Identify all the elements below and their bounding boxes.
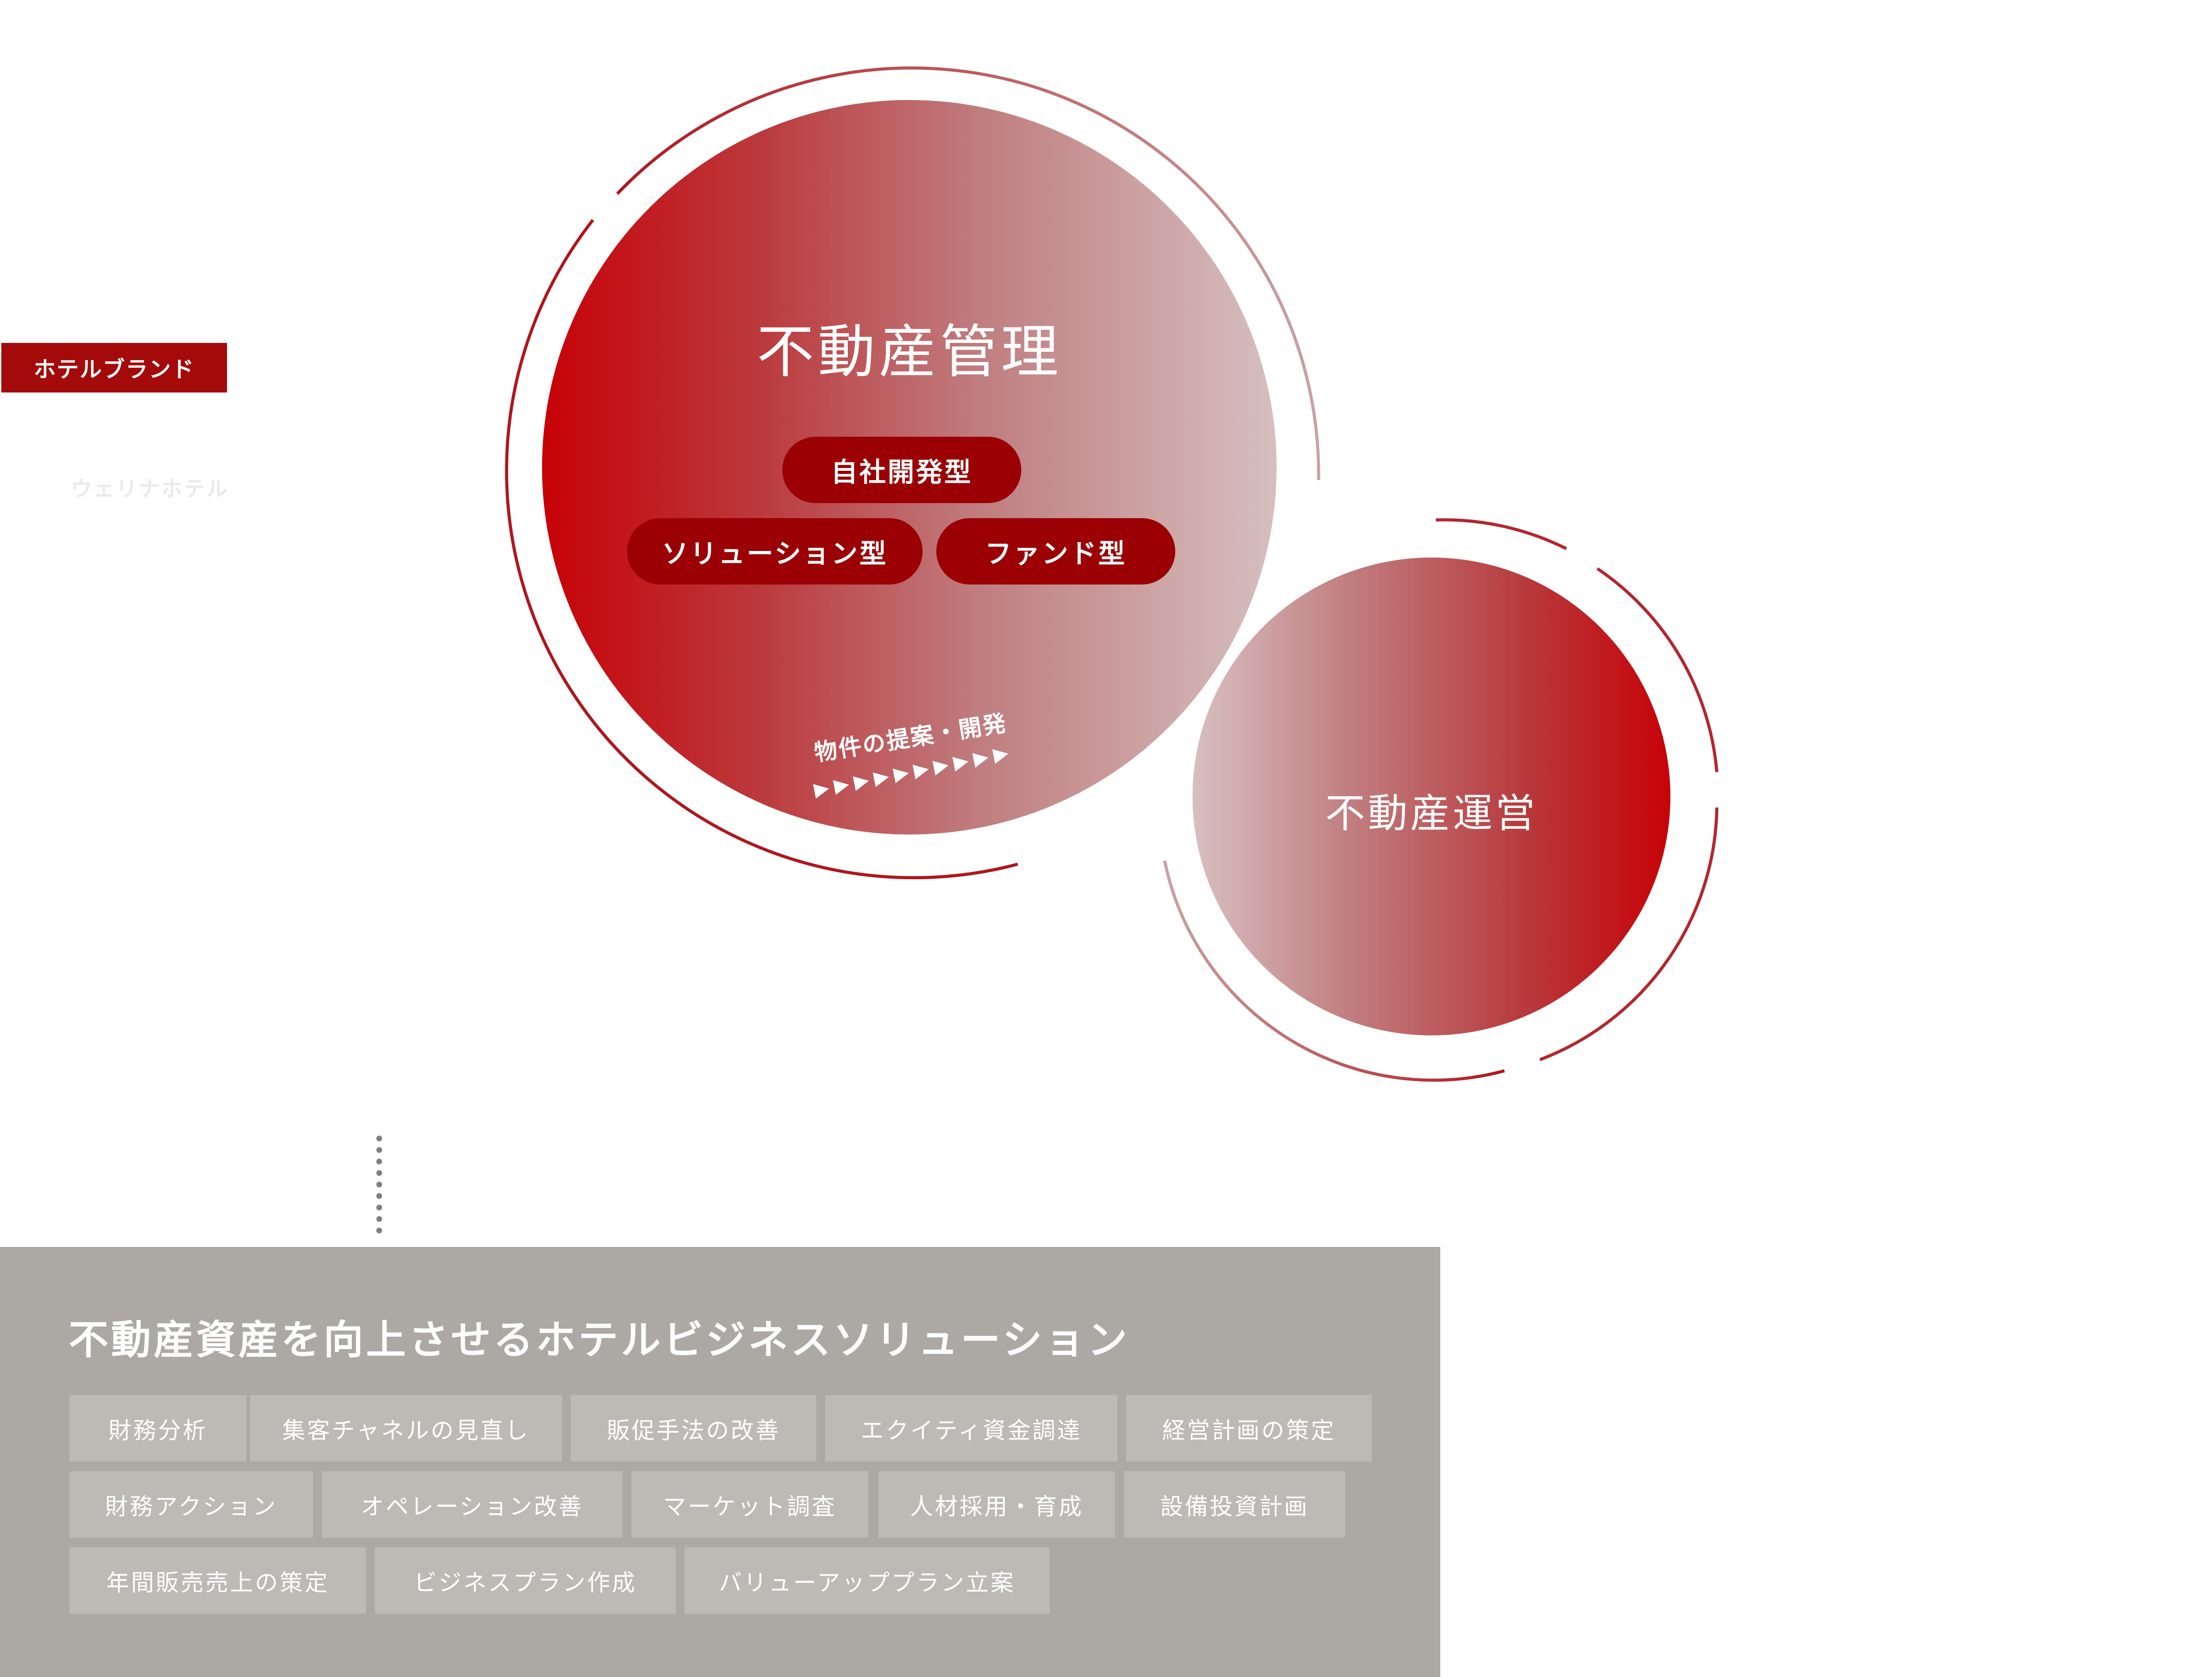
- solution-tag[interactable]: バリューアッププラン立案: [685, 1547, 1050, 1614]
- solution-tag[interactable]: 財務分析: [69, 1395, 246, 1462]
- solution-tag[interactable]: 設備投資計画: [1124, 1471, 1345, 1538]
- solution-tag[interactable]: 年間販売売上の策定: [69, 1547, 366, 1614]
- sub-ring-arc-right: [1596, 567, 1719, 773]
- solutions-title: 不動産資産を向上させるホテルビジネスソリューション: [69, 1317, 1130, 1363]
- solution-tag[interactable]: オペレーション改善: [322, 1471, 623, 1538]
- property-operation-circle: [1193, 558, 1670, 1035]
- sub-ring-arc-bottom-right: [1539, 807, 1719, 1062]
- pill-solution-type[interactable]: ソリューション型: [627, 518, 923, 585]
- solution-tag[interactable]: 人材採用・育成: [878, 1471, 1115, 1538]
- hotel-brand-name[interactable]: ウェリナホテル: [71, 477, 229, 501]
- solution-tag[interactable]: ビジネスプラン作成: [375, 1547, 676, 1614]
- sub-ring-arc-top: [1435, 518, 1567, 550]
- solution-tag[interactable]: マーケット調査: [631, 1471, 868, 1538]
- solution-tag[interactable]: エクイティ資金調達: [825, 1395, 1117, 1462]
- solution-tag[interactable]: 財務アクション: [69, 1471, 313, 1538]
- solution-tag[interactable]: 集客チャネルの見直し: [250, 1395, 562, 1462]
- solution-tag[interactable]: 経営計画の策定: [1126, 1395, 1372, 1462]
- property-operation-title: 不動産運営: [1325, 790, 1538, 837]
- pill-fund-type[interactable]: ファンド型: [936, 518, 1175, 585]
- pill-self-development[interactable]: 自社開発型: [782, 437, 1021, 503]
- dotted-connector: [376, 1133, 382, 1239]
- main-ring-arc-top: [616, 66, 1320, 481]
- property-management-title: 不動産管理: [756, 318, 1062, 385]
- hotel-brand-tag: ホテルブランド: [1, 343, 227, 392]
- sub-ring-arc-bottom-left: [1163, 860, 1505, 1082]
- solution-tag[interactable]: 販促手法の改善: [571, 1395, 816, 1462]
- main-ring-arc-left: [505, 219, 1018, 879]
